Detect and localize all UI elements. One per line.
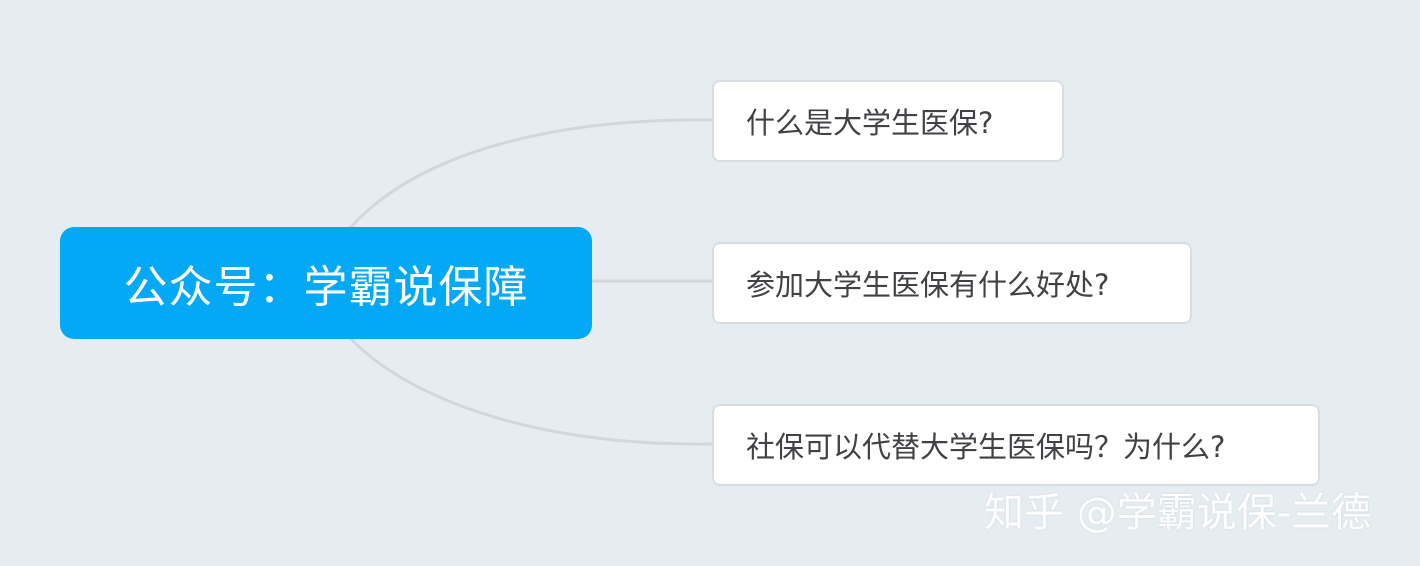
child-node-3[interactable]: 社保可以代替大学生医保吗？为什么?: [712, 404, 1320, 486]
connector-to-node-3: [348, 336, 714, 446]
child-node-3-label: 社保可以代替大学生医保吗？为什么?: [746, 430, 1226, 464]
root-node-label: 公众号：学霸说保障: [123, 262, 529, 313]
child-node-1-label: 什么是大学生医保?: [746, 106, 994, 140]
child-node-1[interactable]: 什么是大学生医保?: [712, 80, 1064, 162]
zhihu-watermark: 知乎 @学霸说保-兰德: [984, 490, 1372, 536]
child-node-2[interactable]: 参加大学生医保有什么好处?: [712, 242, 1192, 324]
connector-to-node-1: [348, 118, 714, 230]
child-node-2-label: 参加大学生医保有什么好处?: [746, 268, 1110, 302]
root-node[interactable]: 公众号：学霸说保障: [60, 227, 592, 339]
